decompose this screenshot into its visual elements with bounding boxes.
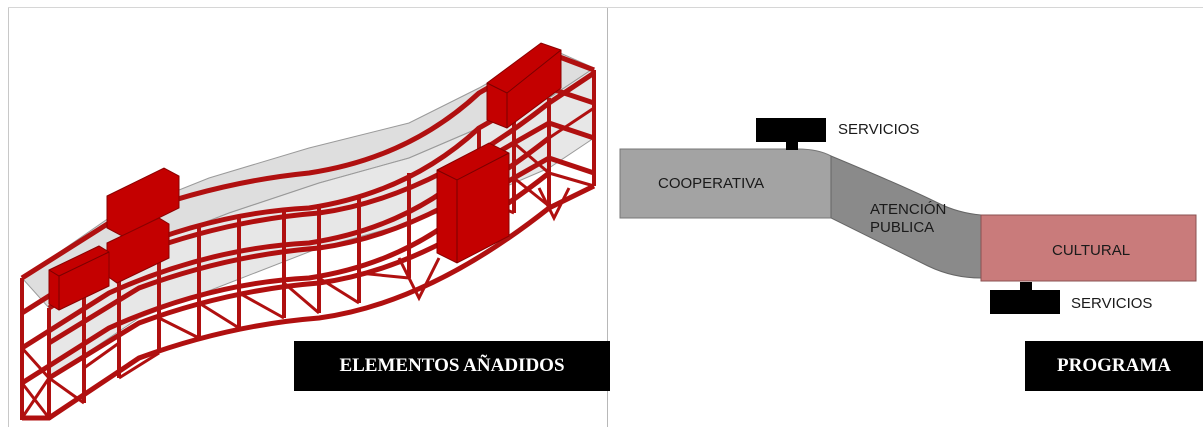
frame-left-border xyxy=(8,8,9,427)
services-label-bottom: SERVICIOS xyxy=(1071,295,1153,312)
added-volume-rear-left xyxy=(106,167,180,237)
services-label-top: SERVICIOS xyxy=(838,121,920,138)
services-block-top xyxy=(756,118,826,150)
diagonal-bracing xyxy=(20,106,595,419)
added-volume-tower xyxy=(436,142,510,264)
program-diagram xyxy=(619,118,1197,314)
panel-divider xyxy=(607,8,608,427)
elementos-anadidos-panel: ELEMENTOS AÑADIDOS xyxy=(9,8,610,427)
zone-label-atencion-line2: PUBLICA xyxy=(870,219,935,236)
services-block-bottom xyxy=(990,282,1060,314)
added-volume-front-left xyxy=(48,245,110,311)
frame-top-border xyxy=(8,7,1203,8)
programa-caption: PROGRAMA xyxy=(1025,341,1203,391)
zone-cultural xyxy=(980,214,1197,282)
programa-panel: COOPERATIVA ATENCIÓN PUBLICA CULTURAL SE… xyxy=(608,8,1203,427)
elementos-anadidos-caption: ELEMENTOS AÑADIDOS xyxy=(294,341,610,391)
zone-label-atencion-line1: ATENCIÓN xyxy=(870,201,947,218)
zone-label-cooperativa: COOPERATIVA xyxy=(658,175,765,192)
zone-label-cultural: CULTURAL xyxy=(1052,242,1131,259)
axonometric-structure-drawing xyxy=(20,42,596,421)
added-volume-edges xyxy=(48,49,562,310)
